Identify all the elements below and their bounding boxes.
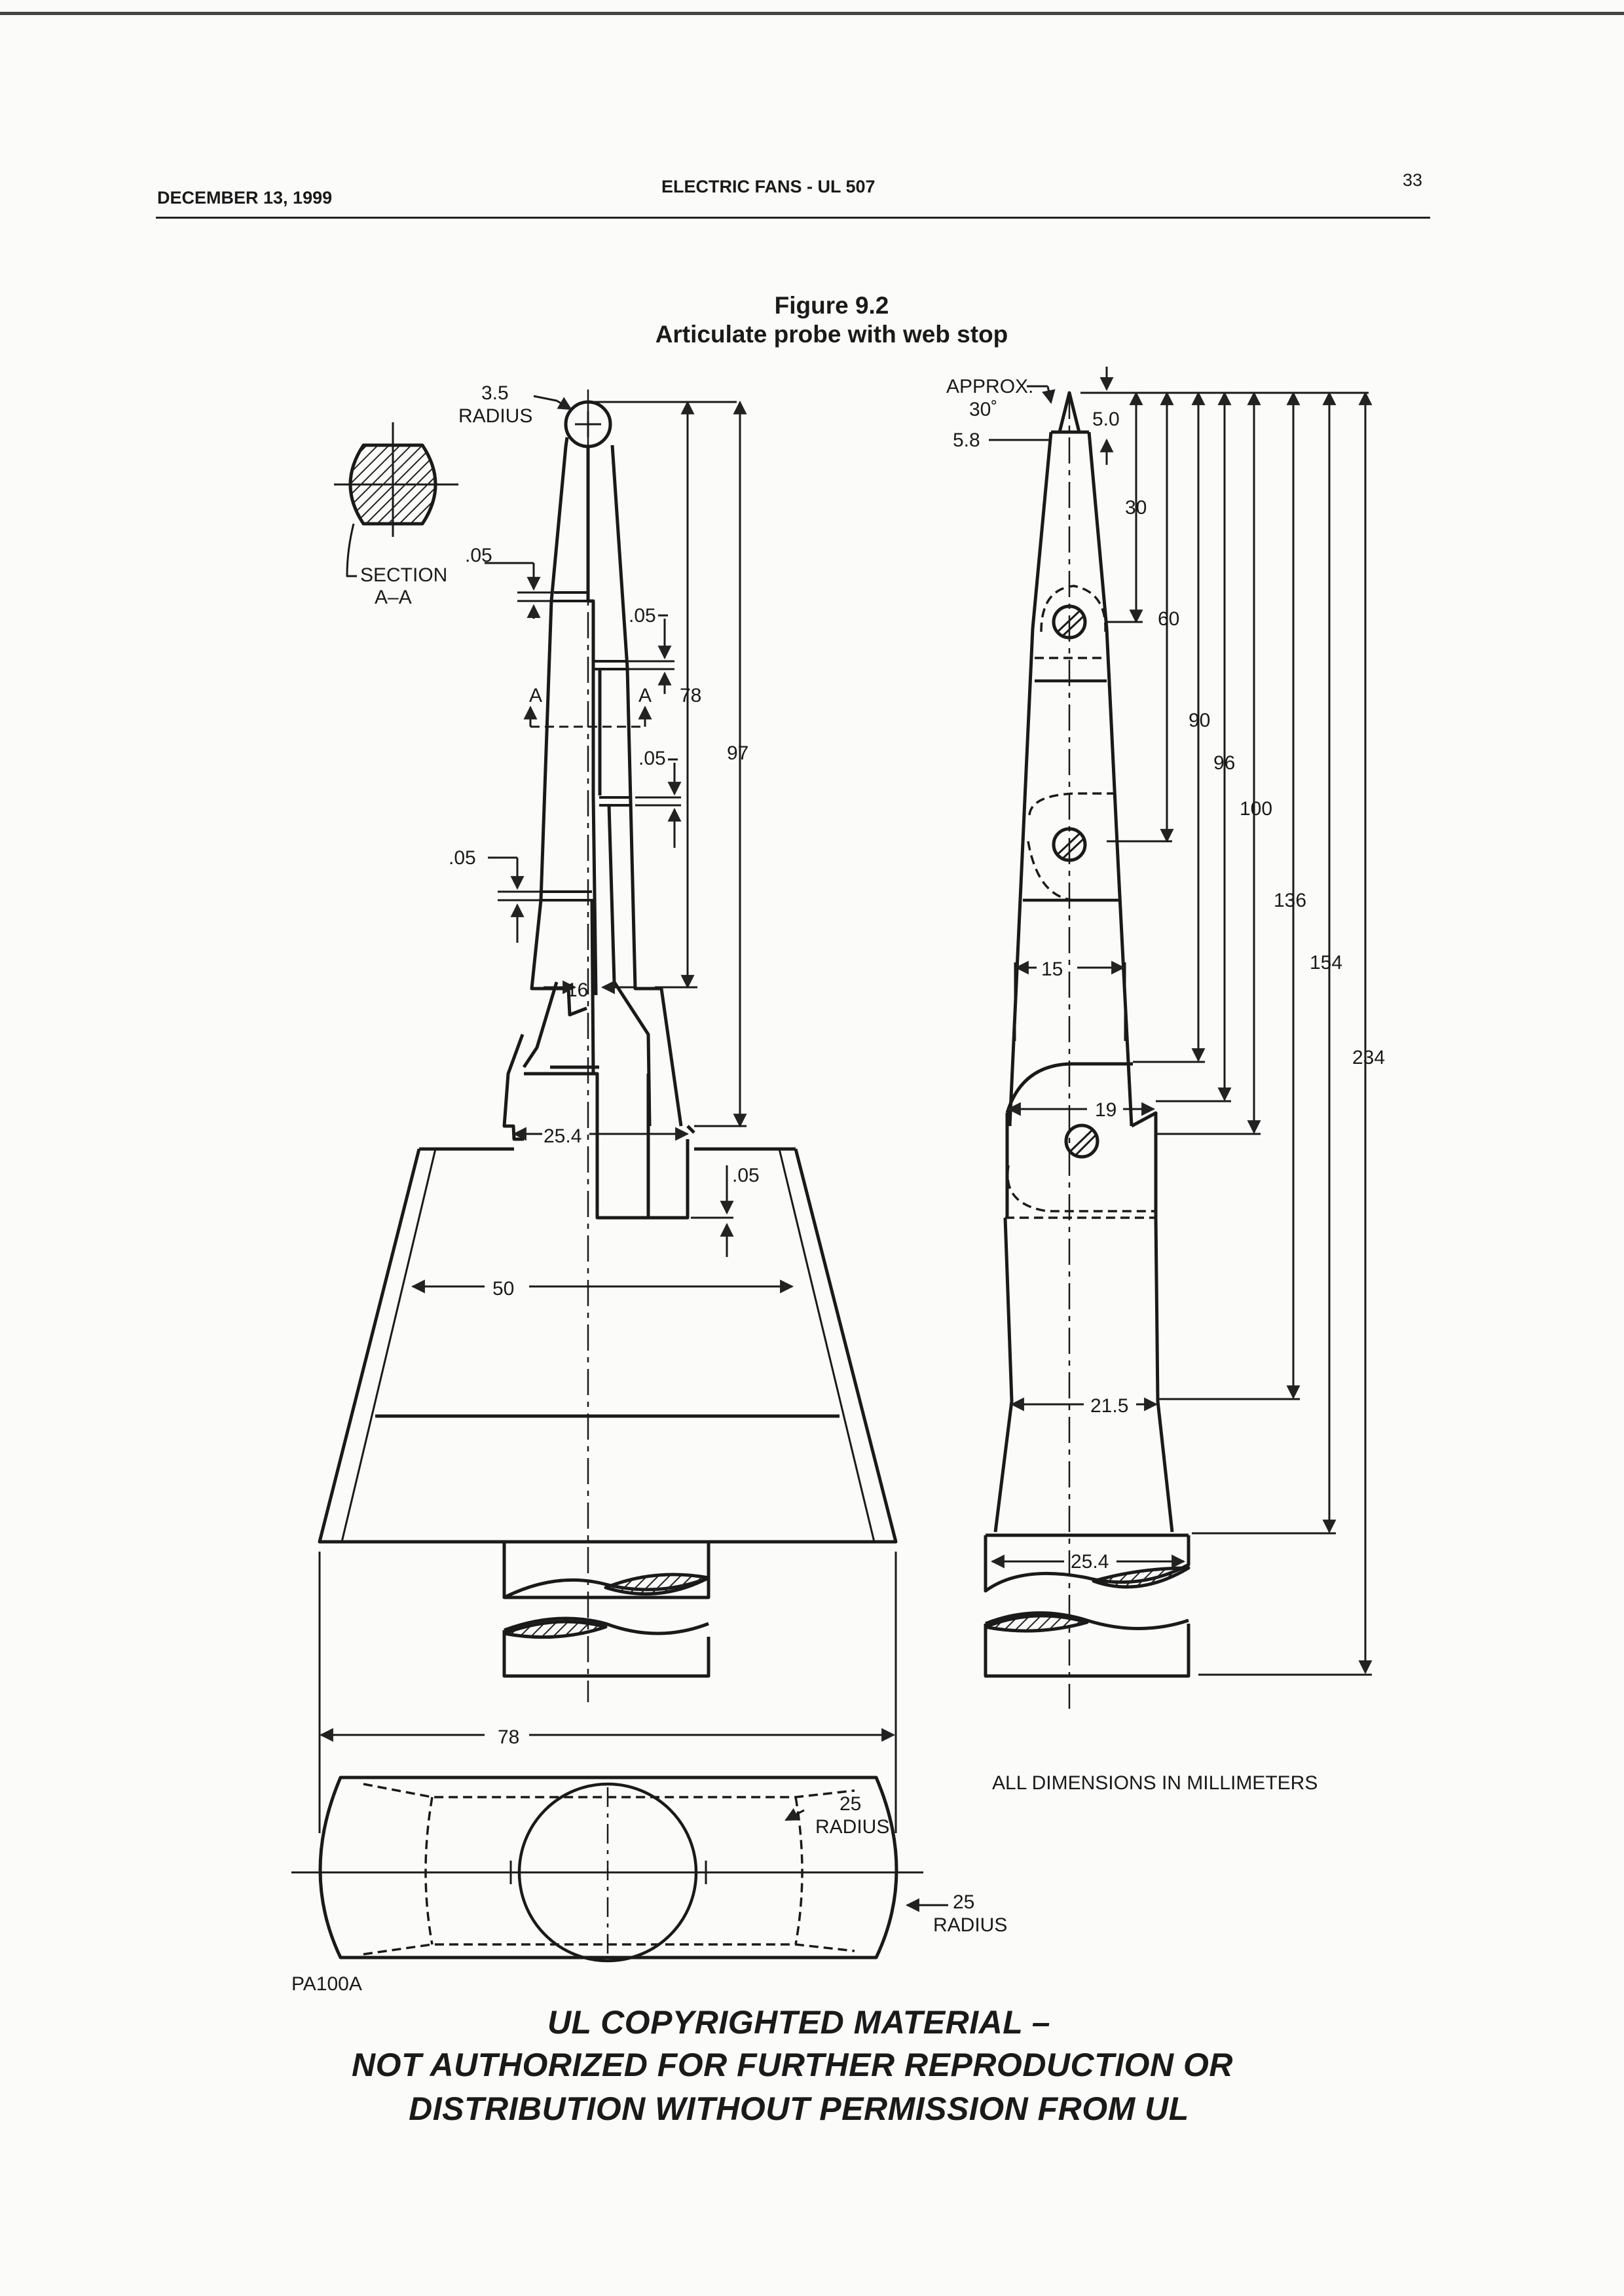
step-dim-5: .05 xyxy=(732,1165,760,1186)
dimension-15: 15 xyxy=(1041,958,1063,980)
dimension-30: 30 xyxy=(1125,497,1147,519)
base-radius-value-1: 25 xyxy=(840,1793,861,1815)
dimension-5-0: 5.0 xyxy=(1092,409,1120,430)
front-view-labels: 3.5 RADIUS .05 .05 .05 .05 .05 A A 78 97… xyxy=(291,382,1007,1995)
section-label-line1: SECTION xyxy=(360,564,447,586)
dimension-25-4-side: 25.4 xyxy=(1071,1551,1109,1573)
dimension-60: 60 xyxy=(1158,608,1179,630)
copyright-line-2: NOT AUTHORIZED FOR FURTHER REPRODUCTION … xyxy=(352,2047,1233,2083)
copyright-line-3: DISTRIBUTION WITHOUT PERMISSION FROM UL xyxy=(409,2090,1189,2127)
front-view xyxy=(291,390,923,1963)
figure-caption: Articulate probe with web stop xyxy=(655,321,1008,348)
dimension-90: 90 xyxy=(1189,710,1210,731)
base-radius-label-1: RADIUS xyxy=(815,1816,889,1838)
page-number: 33 xyxy=(1403,170,1423,190)
dimension-25-4-front: 25.4 xyxy=(544,1125,581,1147)
dimension-19: 19 xyxy=(1095,1099,1116,1121)
side-view-labels: APPROX. 30˚ 5.8 5.0 30 60 90 96 100 136 … xyxy=(946,376,1385,1794)
step-dim-4: .05 xyxy=(449,847,476,869)
copyright-line-1: UL COPYRIGHTED MATERIAL – xyxy=(547,2004,1051,2041)
section-marker-right: A xyxy=(638,685,652,706)
section-labels: SECTION A–A xyxy=(360,564,447,608)
dimension-96: 96 xyxy=(1213,752,1235,774)
step-dim-1: .05 xyxy=(465,545,492,566)
step-dim-3: .05 xyxy=(638,748,666,769)
step-dim-2: .05 xyxy=(629,605,656,627)
figure-number: Figure 9.2 xyxy=(774,292,889,319)
section-marker-left: A xyxy=(529,685,542,706)
header-rule xyxy=(156,217,1430,219)
tip-angle: 30˚ xyxy=(969,399,997,420)
scan-edge-rule xyxy=(0,12,1624,15)
section-label-line2: A–A xyxy=(375,587,412,608)
part-number: PA100A xyxy=(291,1973,362,1995)
dimension-16: 16 xyxy=(566,979,588,1001)
side-dimension-lines xyxy=(989,367,1373,1676)
tip-radius-value: 3.5 xyxy=(481,382,509,404)
dimension-97: 97 xyxy=(727,742,748,764)
units-note: ALL DIMENSIONS IN MILLIMETERS xyxy=(992,1772,1318,1794)
header-date: DECEMBER 13, 1999 xyxy=(157,188,333,208)
dimension-234: 234 xyxy=(1352,1047,1385,1068)
dimension-21-5: 21.5 xyxy=(1090,1395,1128,1417)
tip-radius-label: RADIUS xyxy=(458,405,532,427)
tip-width: 5.8 xyxy=(953,429,980,451)
dimension-100: 100 xyxy=(1240,798,1272,820)
dimension-78-base: 78 xyxy=(498,1726,519,1748)
dimension-50: 50 xyxy=(492,1278,514,1300)
dimension-154: 154 xyxy=(1310,952,1342,974)
section-a-a-view xyxy=(334,422,458,577)
base-radius-label-2: RADIUS xyxy=(933,1914,1007,1936)
dimension-136: 136 xyxy=(1274,890,1306,911)
front-dimension-lines xyxy=(318,395,948,1912)
header-title: ELECTRIC FANS - UL 507 xyxy=(661,177,876,196)
approx-label: APPROX. xyxy=(946,376,1033,397)
base-radius-value-2: 25 xyxy=(953,1891,974,1913)
side-view xyxy=(984,391,1190,1709)
dimension-78-front: 78 xyxy=(680,685,701,706)
